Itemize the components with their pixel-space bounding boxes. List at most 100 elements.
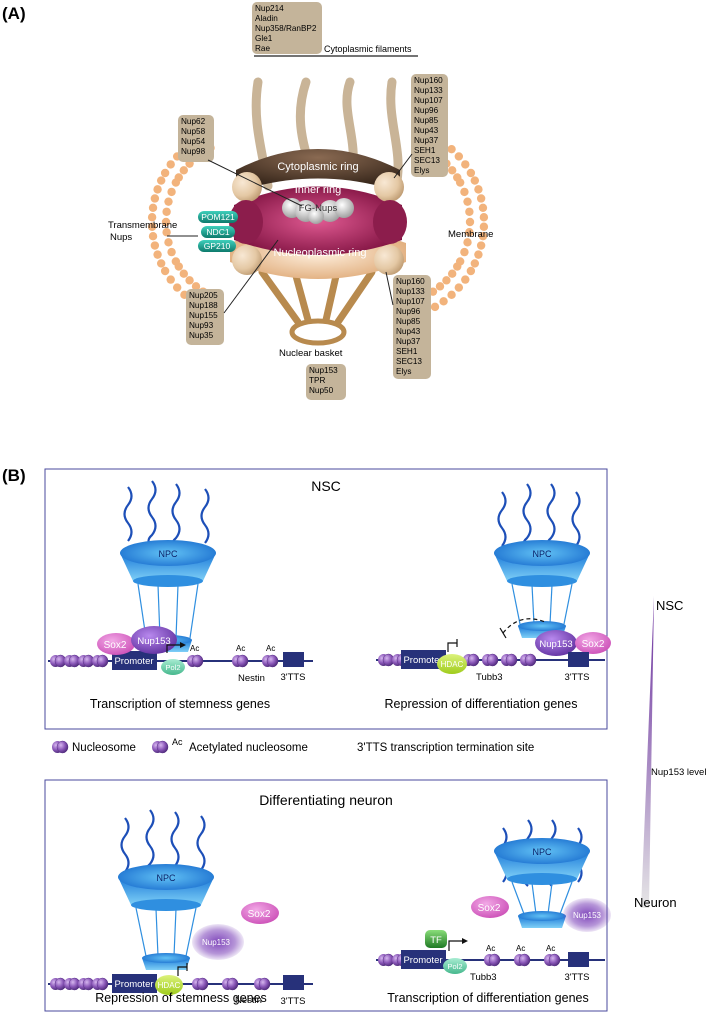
transmembrane-label-2: Nups [110,232,132,243]
nup153 [535,630,577,656]
nucleosome [50,977,67,991]
tts-label: 3'TTS [564,672,589,683]
nup153-label: Nup153 [539,639,572,650]
sox2 [575,632,611,654]
membrane-bead [430,302,440,312]
nup-name: SEC13 [396,357,422,366]
tts-label: 3'TTS [564,972,589,983]
neuron-left-caption: Repression of stemness genes [95,991,267,1005]
neuron-left-scene: NPC Nup153 Sox2 Promoter HDAC 3'TTS Nest… [48,809,313,1007]
nup-name: Nup50 [309,386,334,395]
gene-label: Nestin [235,995,262,1006]
membrane-bead [465,228,474,237]
membrane-bead [454,152,464,161]
hdac-label: HDAC [441,660,464,669]
nucleosome [232,654,249,668]
nup153 [192,924,244,960]
npc-top [120,540,216,566]
pol2-label: Pol2 [447,962,462,971]
panel-a: (A) [2,2,493,400]
ac-mark: Ac [266,644,275,653]
ac-mark: Ac [546,944,555,953]
nup-name: Nup107 [414,96,443,105]
nuclear-basket [258,268,376,346]
nucleosome [187,654,204,668]
membrane-bead [185,276,194,285]
nucleosome [262,654,279,668]
nup-name: Nup96 [396,307,421,316]
nucleosome [92,977,109,991]
gradient-top: NSC [656,598,683,613]
nup-name: Nup43 [414,126,439,135]
npc-bottom [133,575,203,587]
nup-name: SEH1 [414,146,436,155]
membrane-bead [148,232,158,241]
ac-mark: Ac [486,944,495,953]
caption: Transcription of stemness genes [90,697,270,711]
nup-name: Nup214 [255,4,284,13]
tts-box [568,652,589,667]
npc-label: NPC [156,873,176,883]
nup-name: SEC13 [414,156,440,165]
nup-name: Nup153 [309,366,338,375]
nucleoplasmic-ring-label: Nucleoplasmic ring [274,247,367,259]
membrane-bead [156,259,166,268]
nup-name: Nup54 [181,137,206,146]
membrane-bead [167,187,176,197]
pol2 [443,958,467,974]
neuron-right-caption: Transcription of differentiation genes [387,991,589,1005]
pom121-label: POM121 [201,212,235,222]
nup-name: Nup155 [189,311,218,320]
nup-name: Nup37 [396,337,421,346]
legend-acetylated: Acetylated nucleosome [189,742,308,754]
ring-sphere [232,245,262,275]
transmembrane-nups: POM121 NDC1 GP210 [198,211,238,252]
nup-name: Nup133 [396,287,425,296]
npc-filaments [123,480,210,551]
membrane-bead [179,269,189,278]
membrane-bead [148,203,158,212]
nucleosome [152,740,169,754]
membrane-bead [161,217,171,227]
promoter [112,651,157,670]
panel-b: (B) NSC Differentiating neuron Nucleosom… [2,466,706,1012]
transmembrane-label: Transmembrane [108,220,177,231]
npc-top [494,838,590,864]
membrane-bead [478,232,488,241]
sox2-label: Sox2 [478,903,501,914]
nucleosome [482,653,499,667]
gradient-middle: Nup153 level [651,767,706,778]
neuron-title: Differentiating neuron [259,792,393,808]
fg-nups [282,198,354,224]
nucleosome [78,977,95,991]
membrane-bead [466,168,476,178]
nup-name: Aladin [255,14,278,23]
nup-name: Nup96 [414,106,439,115]
inner-ring-lobe [229,200,263,244]
membrane-bead [162,228,171,237]
membrane-bead [453,173,462,182]
nup-name: Nup358/RanBP2 [255,24,317,33]
nuclear-basket-label: Nuclear basket [279,348,343,359]
membrane-bead [463,197,472,206]
right-bottom-nups-box: Nup160Nup133Nup107Nup96Nup85Nup43Nup37SE… [393,275,431,379]
nup-name: Nup188 [189,301,218,310]
nucleosome [50,654,67,668]
membrane-bead [461,275,470,284]
membrane-bead [160,266,170,276]
nup-name: Gle1 [255,34,273,43]
membrane-bead [463,238,472,247]
membrane-bead [166,275,175,284]
tf-label: TF [430,935,442,946]
pol2 [161,659,185,675]
neuron-frame [44,779,608,1012]
sox2-label: Sox2 [248,909,271,920]
nucleosome [52,740,69,754]
nucleosome [254,977,271,991]
nup-name: Nup107 [396,297,425,306]
promoter [401,650,446,669]
nup-name: Nup37 [414,136,439,145]
